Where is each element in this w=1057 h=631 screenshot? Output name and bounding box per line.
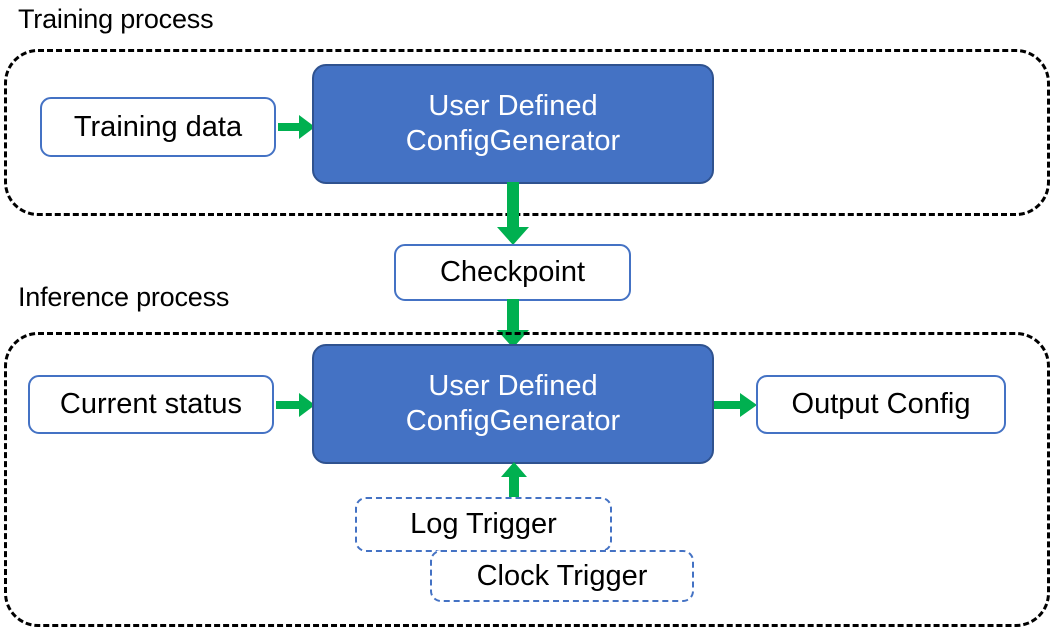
training-generator-line2: ConfigGenerator <box>405 125 621 157</box>
arrow-triggers-to-generator <box>500 462 528 504</box>
inference-process-title: Inference process <box>18 282 230 312</box>
inference-generator-line2: ConfigGenerator <box>405 405 621 437</box>
training-process-container <box>4 49 1050 216</box>
inference-process-container <box>4 332 1050 627</box>
inference-config-generator-node[interactable]: User Defined ConfigGenerator <box>312 344 714 464</box>
arrow-generator-to-checkpoint <box>497 182 529 246</box>
inference-generator-line1: User Defined <box>428 370 598 403</box>
output-config-node[interactable]: Output Config <box>756 375 1006 434</box>
training-config-generator-node[interactable]: User Defined ConfigGenerator <box>312 64 714 184</box>
arrow-training-data-to-generator <box>278 112 316 142</box>
arrow-checkpoint-to-inference-generator <box>497 299 529 349</box>
checkpoint-node[interactable]: Checkpoint <box>394 244 631 301</box>
training-data-node[interactable]: Training data <box>40 97 276 157</box>
arrow-generator-to-output-config <box>714 390 758 420</box>
output-config-label: Output Config <box>791 388 971 421</box>
log-trigger-node[interactable]: Log Trigger <box>355 497 612 552</box>
current-status-node[interactable]: Current status <box>28 375 274 434</box>
log-trigger-label: Log Trigger <box>410 508 557 541</box>
clock-trigger-label: Clock Trigger <box>476 559 648 592</box>
training-data-label: Training data <box>73 110 243 143</box>
arrow-current-status-to-generator <box>276 390 316 420</box>
training-generator-line1: User Defined <box>428 90 598 123</box>
checkpoint-label: Checkpoint <box>439 256 586 289</box>
clock-trigger-node[interactable]: Clock Trigger <box>430 550 694 602</box>
training-process-title: Training process <box>18 4 214 34</box>
current-status-label: Current status <box>59 388 243 421</box>
